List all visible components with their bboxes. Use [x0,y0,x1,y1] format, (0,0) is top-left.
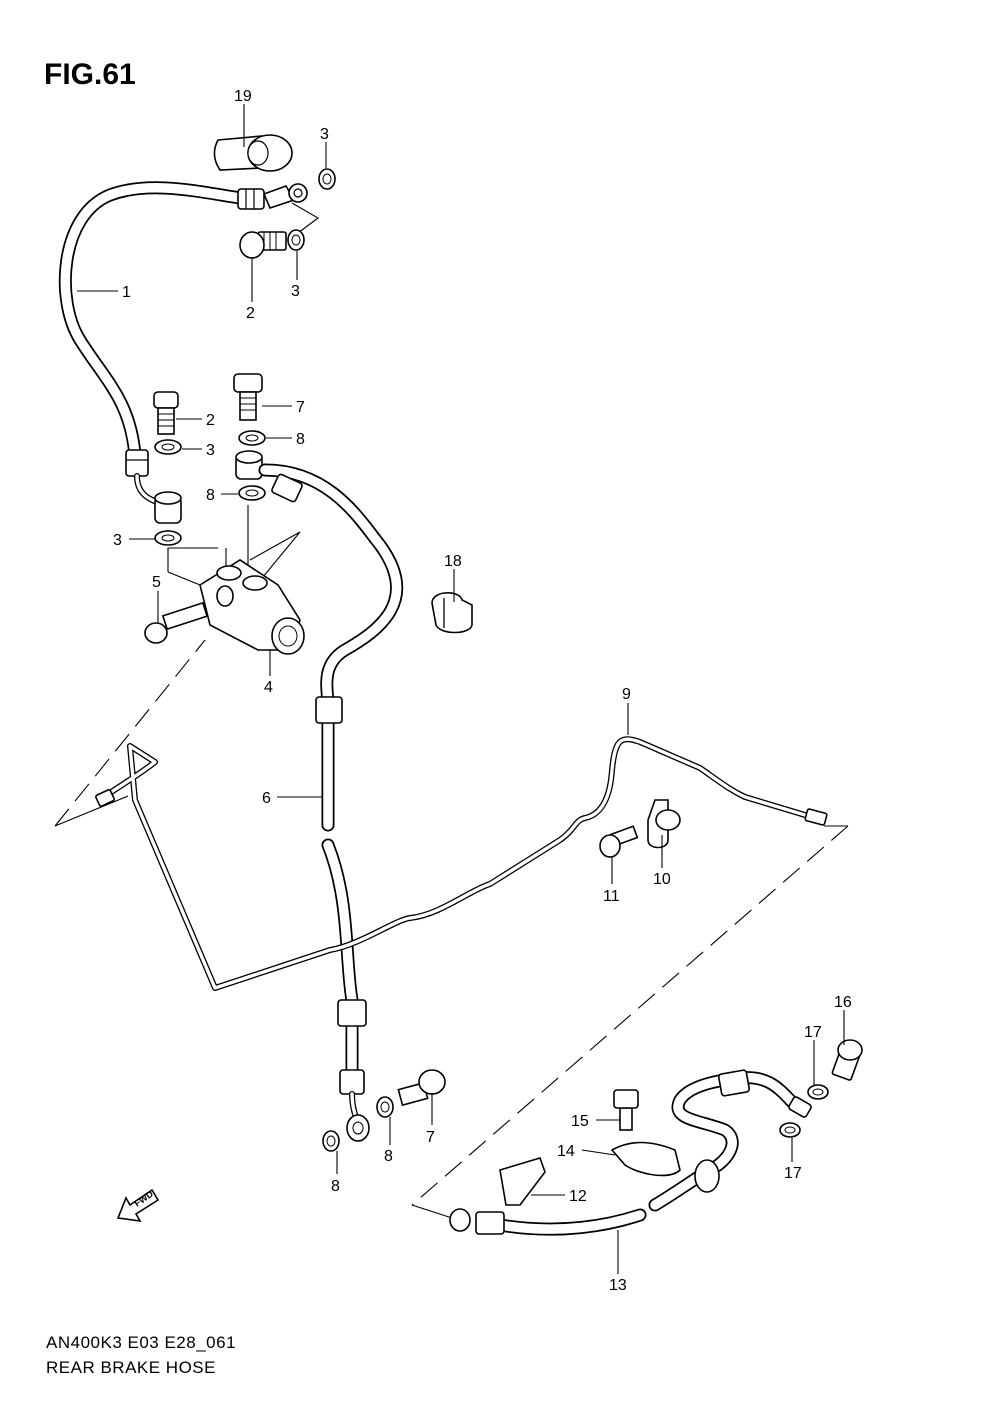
callout-15: 15 [571,1113,589,1130]
part-18-clip [431,592,473,634]
callout-19: 19 [234,88,252,105]
forward-arrow-icon: FWD [116,1188,160,1223]
rear-clips-brackets [499,1089,681,1206]
bolt-16-washers-17 [779,1039,863,1138]
callout-6: 6 [262,790,271,807]
lower-fittings [322,1069,446,1152]
callout-7: 7 [426,1129,435,1146]
callout-4: 4 [264,679,273,696]
callout-9: 9 [622,686,631,703]
callout-17: 17 [784,1165,802,1182]
callout-7: 7 [296,399,305,416]
callout-8: 8 [331,1178,340,1195]
part-10-clamp [599,799,681,858]
brake-hose-6 [258,463,404,1142]
callout-2: 2 [206,412,215,429]
part-19-cap [213,134,293,172]
callout-3: 3 [291,283,300,300]
callout-2: 2 [246,305,255,322]
brake-hose-13 [449,1069,812,1236]
callout-8: 8 [384,1148,393,1165]
callout-16: 16 [834,994,852,1011]
brake-pipe-9 [95,736,828,991]
washers-and-bolts-top [153,168,336,546]
callout-3: 3 [320,126,329,143]
callout-12: 12 [569,1188,587,1205]
callout-leader-lines [77,104,845,1274]
figure-caption: REAR BRAKE HOSE [46,1358,216,1377]
callout-11: 11 [603,888,620,905]
callout-8: 8 [206,487,215,504]
callout-3: 3 [113,532,122,549]
callout-3: 3 [206,442,215,459]
figure-code: AN400K3 E03 E28_061 [46,1333,237,1352]
callout-10: 10 [653,871,671,888]
figure-title: FIG.61 [44,58,136,91]
callout-14: 14 [557,1143,575,1160]
callout-8: 8 [296,431,305,448]
callout-numbers: 19 3 3 2 1 2 3 3 5 4 7 8 8 6 18 9 10 11 … [113,88,852,1294]
assembly-guide-lines [54,202,849,1219]
callout-18: 18 [444,553,462,570]
callout-13: 13 [609,1277,627,1294]
brake-hose-1 [58,181,308,508]
callout-17: 17 [804,1024,822,1041]
callout-5: 5 [152,574,161,591]
callout-1: 1 [122,284,131,301]
part-4-valve-body [144,559,305,655]
